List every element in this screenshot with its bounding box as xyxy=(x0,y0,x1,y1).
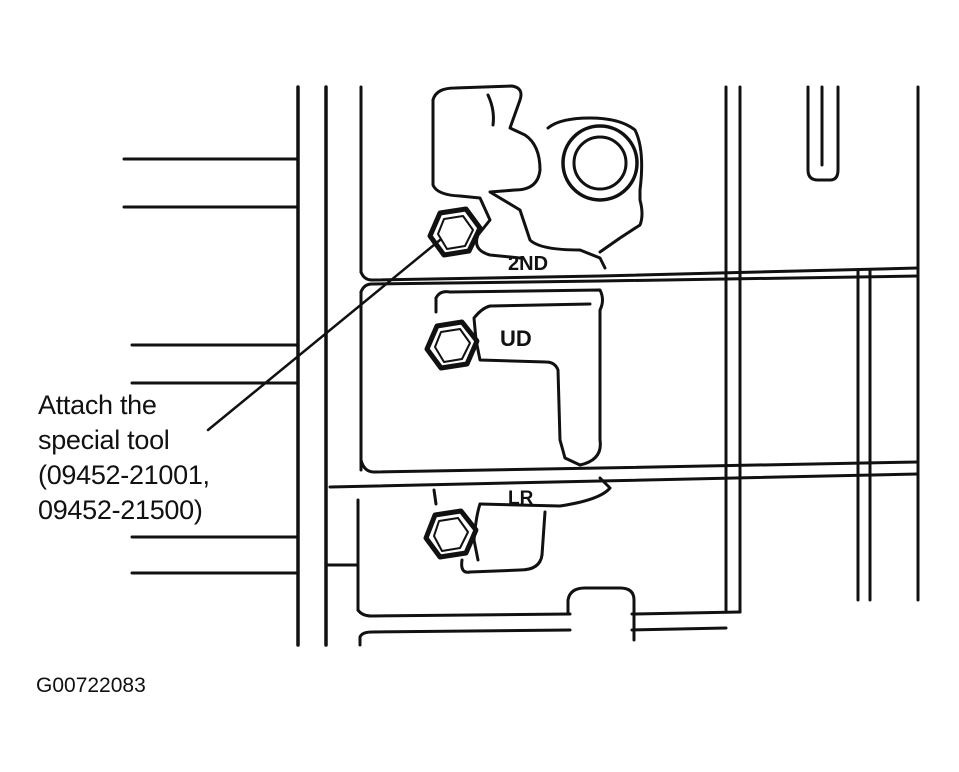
label-lr: LR xyxy=(508,488,534,509)
ring xyxy=(561,124,639,202)
label-ud: UD xyxy=(500,326,532,351)
special-tool-callout: Attach the special tool (09452-21001, 09… xyxy=(38,388,210,528)
figure-id: G00722083 xyxy=(36,674,146,697)
callout-leader-line xyxy=(206,238,442,432)
frame-horizontals xyxy=(328,266,920,647)
bolt-upper xyxy=(427,206,483,258)
bolt-middle xyxy=(424,319,480,371)
label-2nd: 2ND xyxy=(508,253,548,275)
callout-line: 09452-21500) xyxy=(38,495,203,525)
upper-body xyxy=(431,84,607,270)
callout-line: (09452-21001, xyxy=(38,460,210,490)
left-edge-lines xyxy=(122,157,300,575)
lower-body xyxy=(432,476,612,574)
bolt-lower xyxy=(423,508,479,560)
callout-line: special tool xyxy=(38,425,170,455)
callout-line: Attach the xyxy=(38,390,157,420)
top-plug xyxy=(806,85,840,182)
bottom-block xyxy=(566,586,636,642)
middle-body xyxy=(434,288,604,467)
frame-verticals xyxy=(296,85,920,647)
